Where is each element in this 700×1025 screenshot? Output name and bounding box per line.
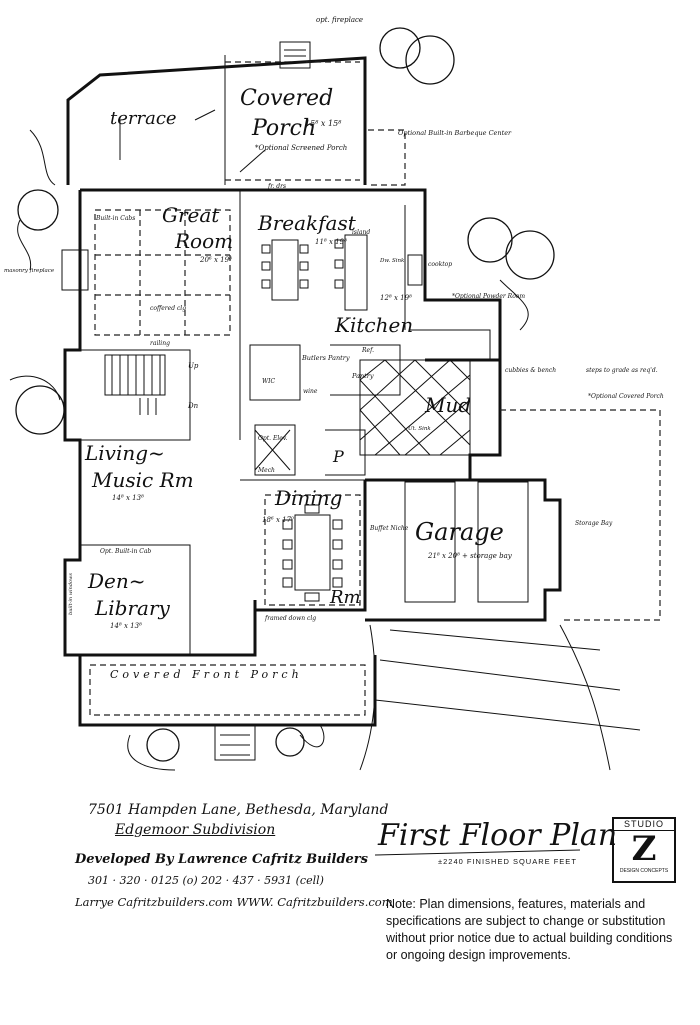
anno-storage-bay: Storage Bay [575,520,613,527]
room-den-2: Library [94,596,171,620]
anno-butlers: Butlers Pantry [301,354,350,362]
anno-dw-sink: Dw. Sink [379,258,405,264]
room-den: Den~ [87,569,146,593]
anno-bbq: Optional Built-in Barbeque Center [398,129,512,137]
anno-opt-cab: Opt. Built-in Cab [100,548,151,555]
anno-buffet: Buffet Niche [369,525,409,532]
plan-subtitle: ±2240 FINISHED SQUARE FEET [438,857,577,866]
room-covered-porch-2: Porch [251,116,316,141]
address-line-1: 7501 Hampden Lane, Bethesda, Maryland [88,802,389,818]
bbq-center-outline [368,129,406,186]
room-den-dims: 14⁸ x 13⁸ [110,622,142,630]
address-line-2: Edgemoor Subdivision [115,822,276,838]
anno-windows: built-in windows [68,573,74,615]
mud-room-tile [359,359,471,456]
optional-covered-porch [500,409,661,621]
anno-wic: WIC [262,378,276,385]
room-great-room-dims: 20⁶ x 19⁸ [199,256,232,264]
disclaimer-note: Note: Plan dimensions, features, materia… [386,897,673,962]
anno-fr-drs: fr. drs [267,183,286,190]
room-covered-porch-dims: 15⁸ x 15⁸ [305,119,342,128]
logo-top: STUDIO [614,819,674,831]
anno-mech: Mech [257,467,275,474]
kitchen-island [334,205,423,330]
logo-letter: Z [631,829,657,869]
room-dining-dims: 18⁶ x 17⁰ [262,516,294,524]
porch-note: *Optional Screened Porch [255,144,347,152]
anno-powder: *Optional Powder Room [452,293,525,300]
anno-cooktop: cooktop [428,261,452,268]
anno-wine: wine [303,388,318,395]
driveway [359,624,641,771]
room-terrace: terrace [110,108,177,129]
garage-bays [404,481,529,603]
room-living-dims: 14⁸ x 13⁸ [112,494,144,502]
tree-icons [9,27,555,771]
studio-z-logo: STUDIO Z DESIGN CONCEPTS [612,817,676,883]
anno-coffered: coffered clg [150,305,186,312]
anno-steps: steps to grade as req'd. [586,367,658,374]
anno-opt-porch: *Optional Covered Porch [588,393,664,400]
anno-pantry: Pantry [351,372,374,380]
title-underline [374,849,581,856]
room-kitchen-dims: 12⁸ x 19⁸ [380,294,412,302]
anno-built-in-cabs-1: Built-in Cabs [95,215,135,222]
stairs [104,354,166,415]
room-great-room: Great [162,203,220,227]
room-garage-dims: 21⁸ x 20⁸ + storage bay [427,552,513,560]
phone-line: 301 · 320 · 0125 (o) 202 · 437 · 5931 (c… [88,874,324,887]
room-garage: Garage [415,518,504,546]
room-great-room-2: Room [174,229,233,253]
logo-bottom: DESIGN CONCEPTS [619,868,669,874]
anno-ref: Ref. [361,347,374,354]
developer-line: Developed By Lawrence Cafritz Builders [75,852,368,867]
anno-framed-clg: framed down clg [264,615,316,622]
anno-island: island [352,229,370,236]
room-dining-2: Rm [329,587,361,608]
anno-p: P [332,447,344,466]
room-living: Living~ [84,441,165,465]
website-line: Larrye Cafritzbuilders.com WWW. Cafritzb… [75,895,393,909]
house-walls [61,188,562,657]
anno-railing: railing [150,340,170,347]
anno-cubbies: cubbies & bench [505,367,556,374]
room-dining: Dining [274,486,342,510]
coffered-ceiling [94,209,231,336]
room-front-porch: Covered Front Porch [110,668,303,681]
anno-dn: Dn [187,402,199,410]
terrace-area [66,41,367,185]
anno-fireplace: masonry fireplace [4,268,55,274]
room-mud: Mud [424,393,471,417]
plan-title: First Floor Plan [378,818,618,853]
room-breakfast-dims: 11⁸ x 19⁸ [315,238,347,246]
room-living-2: Music Rm [91,468,194,492]
room-kitchen: Kitchen [334,313,413,337]
room-breakfast: Breakfast [257,211,357,235]
dining-table [264,494,361,606]
masonry-fireplace [61,249,89,291]
anno-opt-elev: Opt. Elev. [258,435,288,442]
room-covered-porch: Covered [240,86,333,111]
anno-opt-fireplace: opt. fireplace [316,16,363,24]
breakfast-table [261,239,309,301]
anno-ut-sink: Ut. Sink [408,426,431,432]
anno-up: Up [188,362,199,370]
